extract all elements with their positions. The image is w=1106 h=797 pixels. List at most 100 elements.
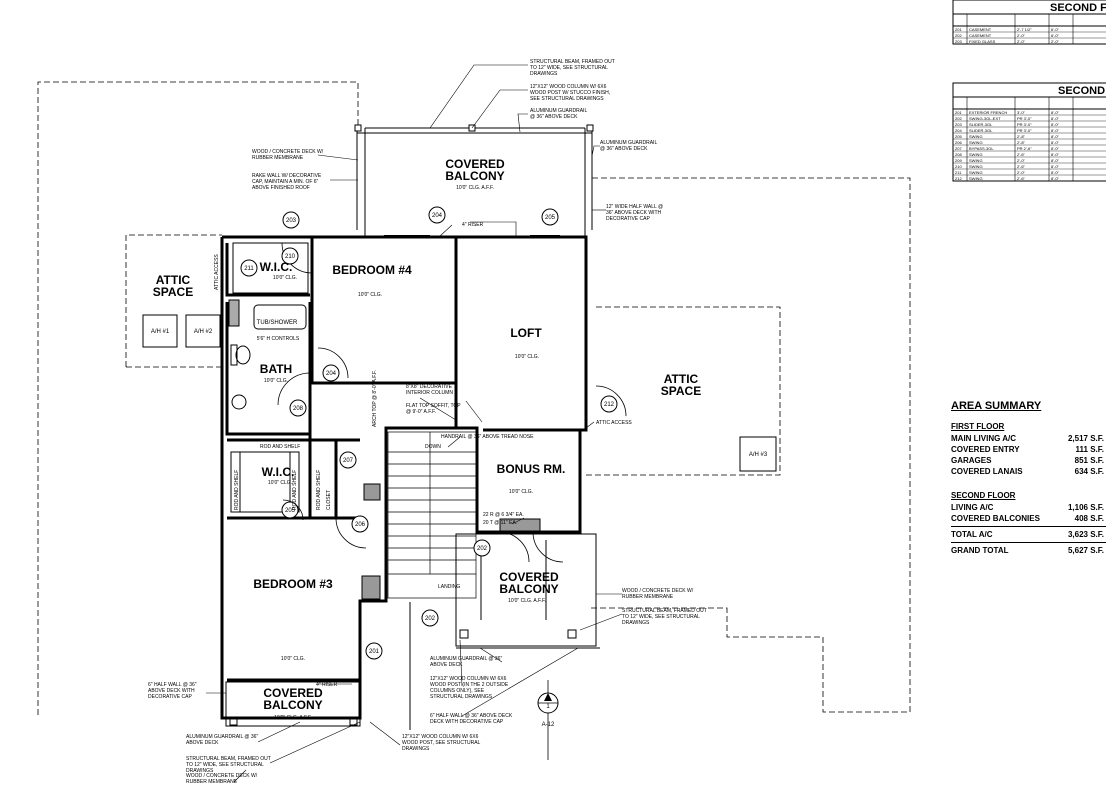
svg-text:204: 204 [432, 213, 443, 219]
door-tag: 207 [339, 451, 357, 469]
svg-text:206: 206 [955, 140, 962, 145]
svg-text:202: 202 [955, 33, 962, 38]
svg-text:SWING: SWING [969, 164, 983, 169]
stairs [387, 431, 477, 599]
balcony-bottom-ceiling: 10'0" CLG. A.F.F. [274, 715, 312, 721]
section-number: 1 [546, 704, 550, 710]
attic-right-label-2: SPACE [661, 384, 701, 398]
stair-down: DOWN [425, 444, 441, 450]
attic-access-right: ATTIC ACCESS [596, 420, 632, 426]
wic-mid-ceiling: 10'0" CLG. [268, 480, 292, 486]
svg-text:2'-0": 2'-0" [1017, 170, 1026, 175]
stair-handrail: HANDRAIL @ 36" ABOVE TREAD NOSE [441, 434, 534, 440]
svg-text:201: 201 [955, 110, 962, 115]
note-deck-bottom: WOOD / CONCRETE DECK W/RUBBER MEMBRANE [186, 773, 258, 785]
svg-text:2'-7 1/2": 2'-7 1/2" [1017, 27, 1032, 32]
ahu1-label: A/H #1 [151, 329, 170, 335]
rod-shelf-2: ROD AND SHELF [316, 470, 322, 510]
svg-text:2'-6": 2'-6" [1017, 176, 1026, 181]
svg-text:CASEMENT: CASEMENT [969, 33, 992, 38]
svg-text:CASEMENT: CASEMENT [969, 27, 992, 32]
arch-top: ARCH TOP @ 8'-0" A.F.F. [372, 370, 378, 427]
note-soffit: FLAT TOP SOFFIT, TOP@ 9'-0" A.F.F. [406, 403, 461, 415]
svg-text:6'-0": 6'-0" [1051, 27, 1060, 32]
balcony-top-ceiling: 10'0" CLG. A.F.F. [456, 185, 494, 191]
svg-text:8'-0": 8'-0" [1051, 122, 1060, 127]
svg-text:PR 3'-0": PR 3'-0" [1017, 128, 1032, 133]
svg-text:207: 207 [343, 458, 354, 464]
section-sheet: A-12 [542, 722, 555, 728]
svg-text:2'-6": 2'-6" [1017, 164, 1026, 169]
balcony-right-ceiling: 10'0" CLG. A.F.F. [508, 598, 546, 604]
svg-text:EXTERIOR FRENCH: EXTERIOR FRENCH [969, 110, 1007, 115]
attic-left-label-2: SPACE [153, 285, 193, 299]
svg-text:SWING: SWING [969, 158, 983, 163]
roof-outline [37, 81, 911, 715]
door-tag: 210 [281, 247, 299, 265]
svg-text:208: 208 [955, 152, 962, 157]
loft-name: LOFT [510, 326, 542, 340]
svg-text:PR 2'-6": PR 2'-6" [1017, 146, 1032, 151]
door-tag: 201 [365, 642, 383, 660]
attic-left-label-1: ATTIC [156, 273, 191, 287]
svg-text:212: 212 [955, 176, 962, 181]
svg-text:201: 201 [369, 649, 380, 655]
svg-text:202: 202 [477, 546, 488, 552]
svg-text:2'-0": 2'-0" [1051, 39, 1060, 44]
balcony-top-label-1: COVERED [445, 157, 505, 171]
attic-access-left: ATTIC ACCESS [214, 254, 220, 290]
bath-name: BATH [260, 362, 292, 376]
wic-top-name: W.I.C. [260, 260, 293, 274]
door-tag: 204 [322, 364, 340, 382]
svg-text:FIXED GLASS: FIXED GLASS [969, 39, 996, 44]
svg-text:SWING-3GL-EXT: SWING-3GL-EXT [969, 116, 1001, 121]
tub-label: TUB/SHOWER [257, 320, 298, 326]
svg-text:8'-0": 8'-0" [1051, 158, 1060, 163]
svg-text:8'-0": 8'-0" [1051, 146, 1060, 151]
svg-text:2'-0": 2'-0" [1017, 158, 1026, 163]
svg-text:210: 210 [285, 254, 296, 260]
wic-top-ceiling: 10'0" CLG. [273, 275, 297, 281]
svg-text:204: 204 [326, 371, 337, 377]
bedroom3-ceiling: 10'0" CLG. [281, 656, 305, 662]
svg-text:205: 205 [545, 215, 556, 221]
balcony-top-label-2: BALCONY [445, 169, 504, 183]
bonus-name: BONUS RM. [497, 462, 566, 476]
svg-text:8'-0": 8'-0" [1051, 110, 1060, 115]
ahu2-label: A/H #2 [194, 329, 213, 335]
door-tag: 205 [541, 208, 559, 226]
balcony-bottom-label-2: BALCONY [263, 698, 322, 712]
bath-ceiling: 10'0" CLG. [264, 378, 288, 384]
attic-right-label-1: ATTIC [664, 372, 699, 386]
riser-top: 4" RISER [462, 222, 484, 228]
svg-text:2'-0": 2'-0" [1017, 33, 1026, 38]
svg-text:203: 203 [955, 122, 962, 127]
rod-shelf-1: ROD AND SHELF [234, 470, 240, 510]
riser-bottom: 4" RISER [316, 682, 338, 688]
stair-landing: LANDING [438, 584, 460, 590]
door-tag: 205 [281, 501, 299, 519]
svg-text:SLIDER-3GL: SLIDER-3GL [969, 122, 993, 127]
svg-text:2'-6": 2'-6" [1017, 152, 1026, 157]
svg-text:202: 202 [955, 116, 962, 121]
note-guardrail-mid: ALUMINUM GUARDRAIL @ 36"ABOVE DECK [430, 656, 502, 668]
svg-text:203: 203 [955, 39, 962, 44]
schedule-title: SECOND F [1050, 2, 1106, 14]
chases [361, 483, 541, 600]
svg-text:BYPASS-3GL: BYPASS-3GL [969, 146, 994, 151]
loft-ceiling: 10'0" CLG. [515, 354, 539, 360]
svg-text:205: 205 [285, 508, 296, 514]
